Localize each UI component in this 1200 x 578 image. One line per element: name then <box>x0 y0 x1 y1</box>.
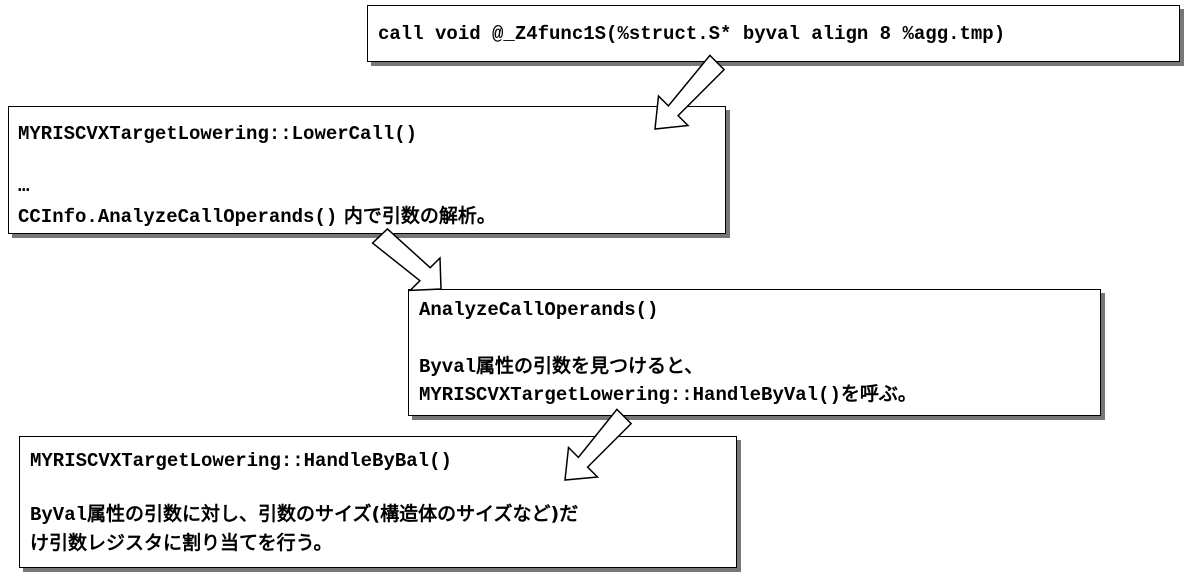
byval-find-line: Byval属性の引数を見つけると、 <box>419 353 703 380</box>
handlebyval-call-line: MYRISCVXTargetLowering::HandleByVal()を呼ぶ… <box>419 381 917 408</box>
byval-code: Byval <box>419 356 477 378</box>
lowercall-ellipsis: … <box>18 175 30 197</box>
byval-code-2: ByVal <box>30 504 88 526</box>
handlebybal-desc-line1: ByVal属性の引数に対し、引数のサイズ(構造体のサイズなど)だ <box>30 501 578 528</box>
handlebybal-desc-line2: け引数レジスタに割り当てを行う。 <box>30 532 333 554</box>
ir-call-text: call void @_Z4func1S(%struct.S* byval al… <box>378 23 1006 45</box>
ir-call-box: call void @_Z4func1S(%struct.S* byval al… <box>367 5 1180 62</box>
arrow-analyze-to-handlebybal <box>564 408 633 481</box>
arrow-lowercall-to-analyze <box>371 227 442 292</box>
analyzecalloperands-box: AnalyzeCallOperands() Byval属性の引数を見つけると、 … <box>408 289 1101 416</box>
handlebybal-box: MYRISCVXTargetLowering::HandleByBal() By… <box>19 436 737 568</box>
handlebyval-code: MYRISCVXTargetLowering::HandleByVal() <box>419 384 841 406</box>
handlebybal-desc-1: 属性の引数に対し、引数のサイズ(構造体のサイズなど)だ <box>87 503 579 525</box>
analyzecalloperands-title: AnalyzeCallOperands() <box>419 299 659 321</box>
handlebyval-call-note: を呼ぶ。 <box>840 383 917 405</box>
analyze-call-operands-note: 内で引数の解析。 <box>337 205 496 227</box>
arrow-ir-to-lowercall <box>654 54 726 130</box>
lowercall-box: MYRISCVXTargetLowering::LowerCall() … CC… <box>8 106 726 234</box>
byval-find-note: 属性の引数を見つけると、 <box>476 355 704 377</box>
lowercall-analyze-line: CCInfo.AnalyzeCallOperands() 内で引数の解析。 <box>18 203 496 230</box>
analyze-call-operands-code: CCInfo.AnalyzeCallOperands() <box>18 206 338 228</box>
handlebybal-title: MYRISCVXTargetLowering::HandleByBal() <box>30 450 452 472</box>
lowercall-title: MYRISCVXTargetLowering::LowerCall() <box>18 123 418 145</box>
